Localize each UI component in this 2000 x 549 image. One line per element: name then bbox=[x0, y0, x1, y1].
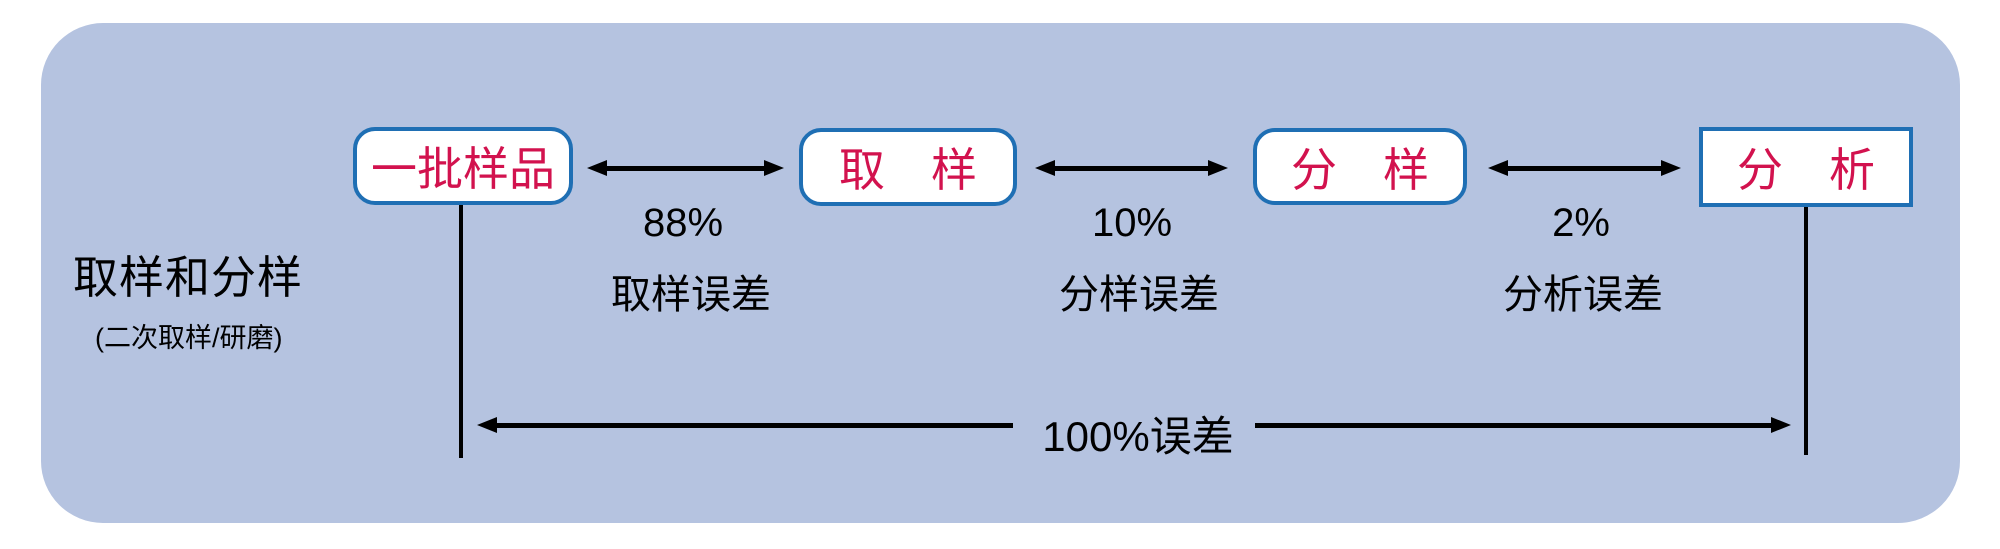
node-analysis-label: 分 析 bbox=[1737, 144, 1875, 196]
arrow-shaft bbox=[1255, 422, 1771, 428]
node-splitting-box: 分 样 bbox=[1253, 128, 1467, 205]
node-splitting-label: 分 样 bbox=[1291, 143, 1429, 196]
arrowhead-left-icon bbox=[477, 417, 497, 433]
arrowhead-right-icon bbox=[1771, 417, 1791, 433]
node-analysis-box: 分 析 bbox=[1699, 127, 1913, 207]
node-sampling-label: 取 样 bbox=[839, 144, 977, 196]
total-error-arrow-left-segment bbox=[477, 414, 1013, 436]
total-error-arrow-right-segment bbox=[1255, 414, 1791, 436]
analysis-error-label: 分析误差 bbox=[1503, 273, 1663, 317]
total-error-label: 100%误差 bbox=[1042, 413, 1234, 460]
arrow-shaft bbox=[1508, 165, 1661, 171]
double-arrow-splitting-analysis bbox=[1488, 157, 1681, 179]
arrowhead-left-icon bbox=[1488, 160, 1508, 176]
sampling-error-percent: 88% bbox=[642, 201, 724, 245]
diagram-background-panel bbox=[41, 23, 1960, 523]
arrowhead-left-icon bbox=[587, 160, 607, 176]
arrowhead-right-icon bbox=[1661, 160, 1681, 176]
arrow-shaft bbox=[497, 422, 1013, 428]
diagram-subtitle: (二次取样/研磨) bbox=[95, 323, 283, 353]
sampling-error-label: 取样误差 bbox=[611, 273, 771, 317]
arrowhead-right-icon bbox=[764, 160, 784, 176]
double-arrow-sampling-splitting bbox=[1035, 157, 1228, 179]
diagram-title: 取样和分样 bbox=[73, 252, 304, 303]
analysis-error-percent: 2% bbox=[1552, 201, 1610, 245]
arrow-shaft bbox=[1055, 165, 1208, 171]
node-batch-box: 一批样品 bbox=[353, 127, 573, 205]
node-sampling-box: 取 样 bbox=[799, 128, 1017, 206]
drop-line-batch bbox=[459, 205, 463, 458]
arrowhead-left-icon bbox=[1035, 160, 1055, 176]
arrow-shaft bbox=[607, 165, 764, 171]
double-arrow-batch-sampling bbox=[587, 157, 784, 179]
arrowhead-right-icon bbox=[1208, 160, 1228, 176]
node-batch-label: 一批样品 bbox=[371, 143, 555, 195]
drop-line-analysis bbox=[1804, 207, 1808, 455]
splitting-error-label: 分样误差 bbox=[1059, 273, 1219, 317]
splitting-error-percent: 10% bbox=[1091, 201, 1173, 245]
